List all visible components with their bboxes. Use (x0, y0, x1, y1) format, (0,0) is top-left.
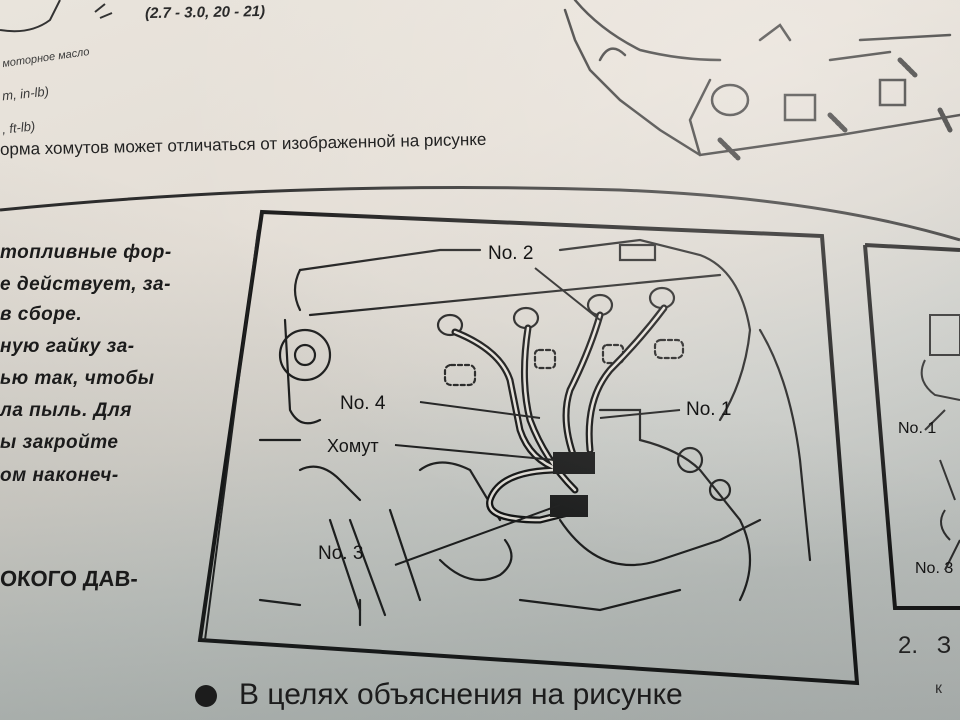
right-label-no3: No. 3 (915, 560, 954, 577)
leader-lines (394, 267, 681, 566)
pipe-clamp-lower (550, 495, 588, 517)
side-step-text: З (936, 632, 952, 659)
body-line-2: е действует, за- (0, 274, 171, 295)
body-line-8: ом наконеч- (0, 465, 119, 486)
top-engine-sketch (563, 0, 960, 161)
bullet-icon (195, 685, 217, 708)
body-line-3: в сборе. (0, 304, 83, 325)
torque-spec: (2.7 - 3.0, 20 - 21) (144, 2, 266, 23)
label-injector-no4: No. 4 (340, 393, 386, 414)
body-line-6: ла пыль. Для (0, 400, 132, 421)
side-step-number: 2. (898, 632, 919, 659)
pipe-clamp-upper (553, 452, 595, 474)
body-line-1: топливные фор- (0, 242, 172, 263)
body-line-4: ную гайку за- (0, 336, 135, 357)
side-step-text-2: к (935, 680, 942, 697)
side-step: 2. З (898, 632, 951, 660)
main-figure-frame (197, 209, 860, 686)
right-label-no1: No. 1 (898, 420, 937, 437)
section-divider (0, 186, 960, 242)
body-line-7: ы закройте (0, 432, 119, 453)
body-line-5: ью так, чтобы (0, 368, 155, 389)
label-clamp: Хомут (327, 436, 379, 456)
label-injector-no3: No. 3 (318, 543, 364, 564)
label-injector-no2: No. 2 (488, 243, 534, 264)
bullet-text: В целях объяснения на рисунке (239, 678, 683, 711)
bullet-paragraph: В целях объяснения на рисунке (195, 678, 683, 712)
right-figure-frame (863, 243, 960, 610)
engine-drawing (258, 238, 812, 627)
label-injector-no1: No. 1 (686, 399, 732, 420)
section-heading: ОКОГО ДАВ- (0, 566, 139, 591)
